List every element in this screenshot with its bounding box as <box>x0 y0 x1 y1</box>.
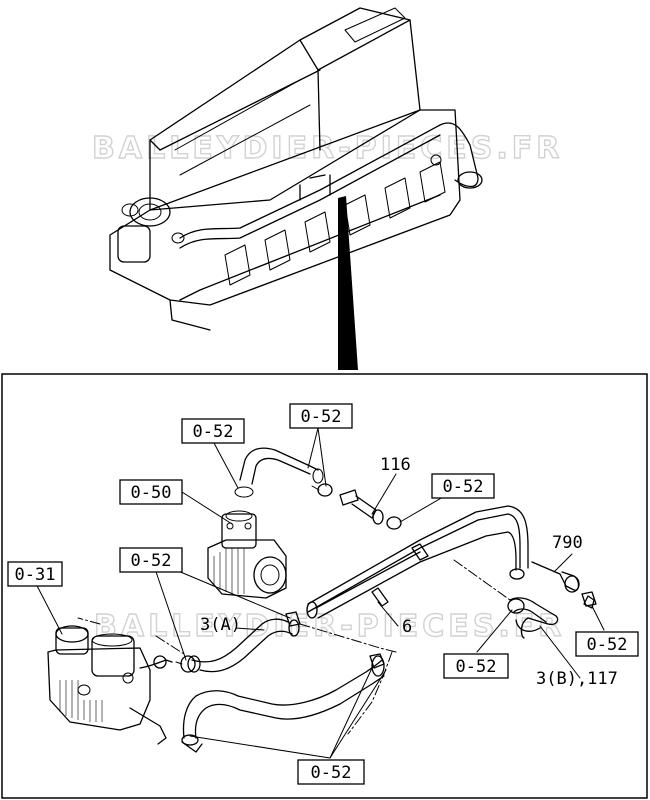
detail-frame <box>1 373 648 799</box>
clamp-lower-2 <box>369 653 385 669</box>
svg-text:0-52: 0-52 <box>456 657 497 677</box>
egr-pipe-6 <box>306 505 529 619</box>
leader-lines <box>33 427 605 759</box>
fitting-116 <box>339 489 402 530</box>
engine-head-overview <box>109 7 483 331</box>
svg-text:0-52: 0-52 <box>193 422 234 442</box>
egr-valve-assembly <box>207 510 287 599</box>
callout-0-52-bottom: 0-52 <box>297 759 365 785</box>
part-number-3a: 3(A) <box>200 615 241 635</box>
part-number-790: 790 <box>552 533 583 553</box>
part-number-6: 6 <box>402 617 412 637</box>
zoom-arrow <box>338 196 358 370</box>
callout-0-52-mid-right: 0-52 <box>443 653 509 679</box>
watermark-top: BALLEYDIER-PIECES.FR <box>92 131 563 166</box>
part-number-3b-117: 3(B),117 <box>536 669 618 689</box>
part-number-116: 116 <box>380 455 411 475</box>
svg-text:0-31: 0-31 <box>15 565 56 585</box>
callout-0-50: 0-50 <box>119 479 183 505</box>
hose-3b <box>507 597 559 639</box>
egr-cooler-0-31 <box>47 625 173 745</box>
callout-0-52-right: 0-52 <box>431 473 495 499</box>
watermark-bottom: BALLEYDIER-PIECES.FR <box>94 609 565 644</box>
callout-0-52-top-center: 0-52 <box>289 403 353 429</box>
part-790 <box>531 561 595 609</box>
svg-text:0-50: 0-50 <box>131 483 172 503</box>
clamp-upper-1 <box>311 483 333 497</box>
svg-text:0-52: 0-52 <box>443 477 484 497</box>
svg-text:0-52: 0-52 <box>131 551 172 571</box>
callout-0-52-far-right: 0-52 <box>575 631 639 657</box>
lower-large-hose <box>181 655 385 753</box>
callout-0-52-left-mid: 0-52 <box>119 547 183 573</box>
callout-0-52-top-left: 0-52 <box>181 418 245 444</box>
hose-3a <box>187 618 300 673</box>
svg-text:0-52: 0-52 <box>587 635 628 655</box>
svg-text:0-52: 0-52 <box>311 763 352 783</box>
upper-short-hose <box>234 447 324 498</box>
svg-text:0-52: 0-52 <box>301 407 342 427</box>
clamp-lower-1 <box>175 655 196 673</box>
callout-0-31: 0-31 <box>7 561 63 587</box>
clamp-790 <box>581 591 597 607</box>
